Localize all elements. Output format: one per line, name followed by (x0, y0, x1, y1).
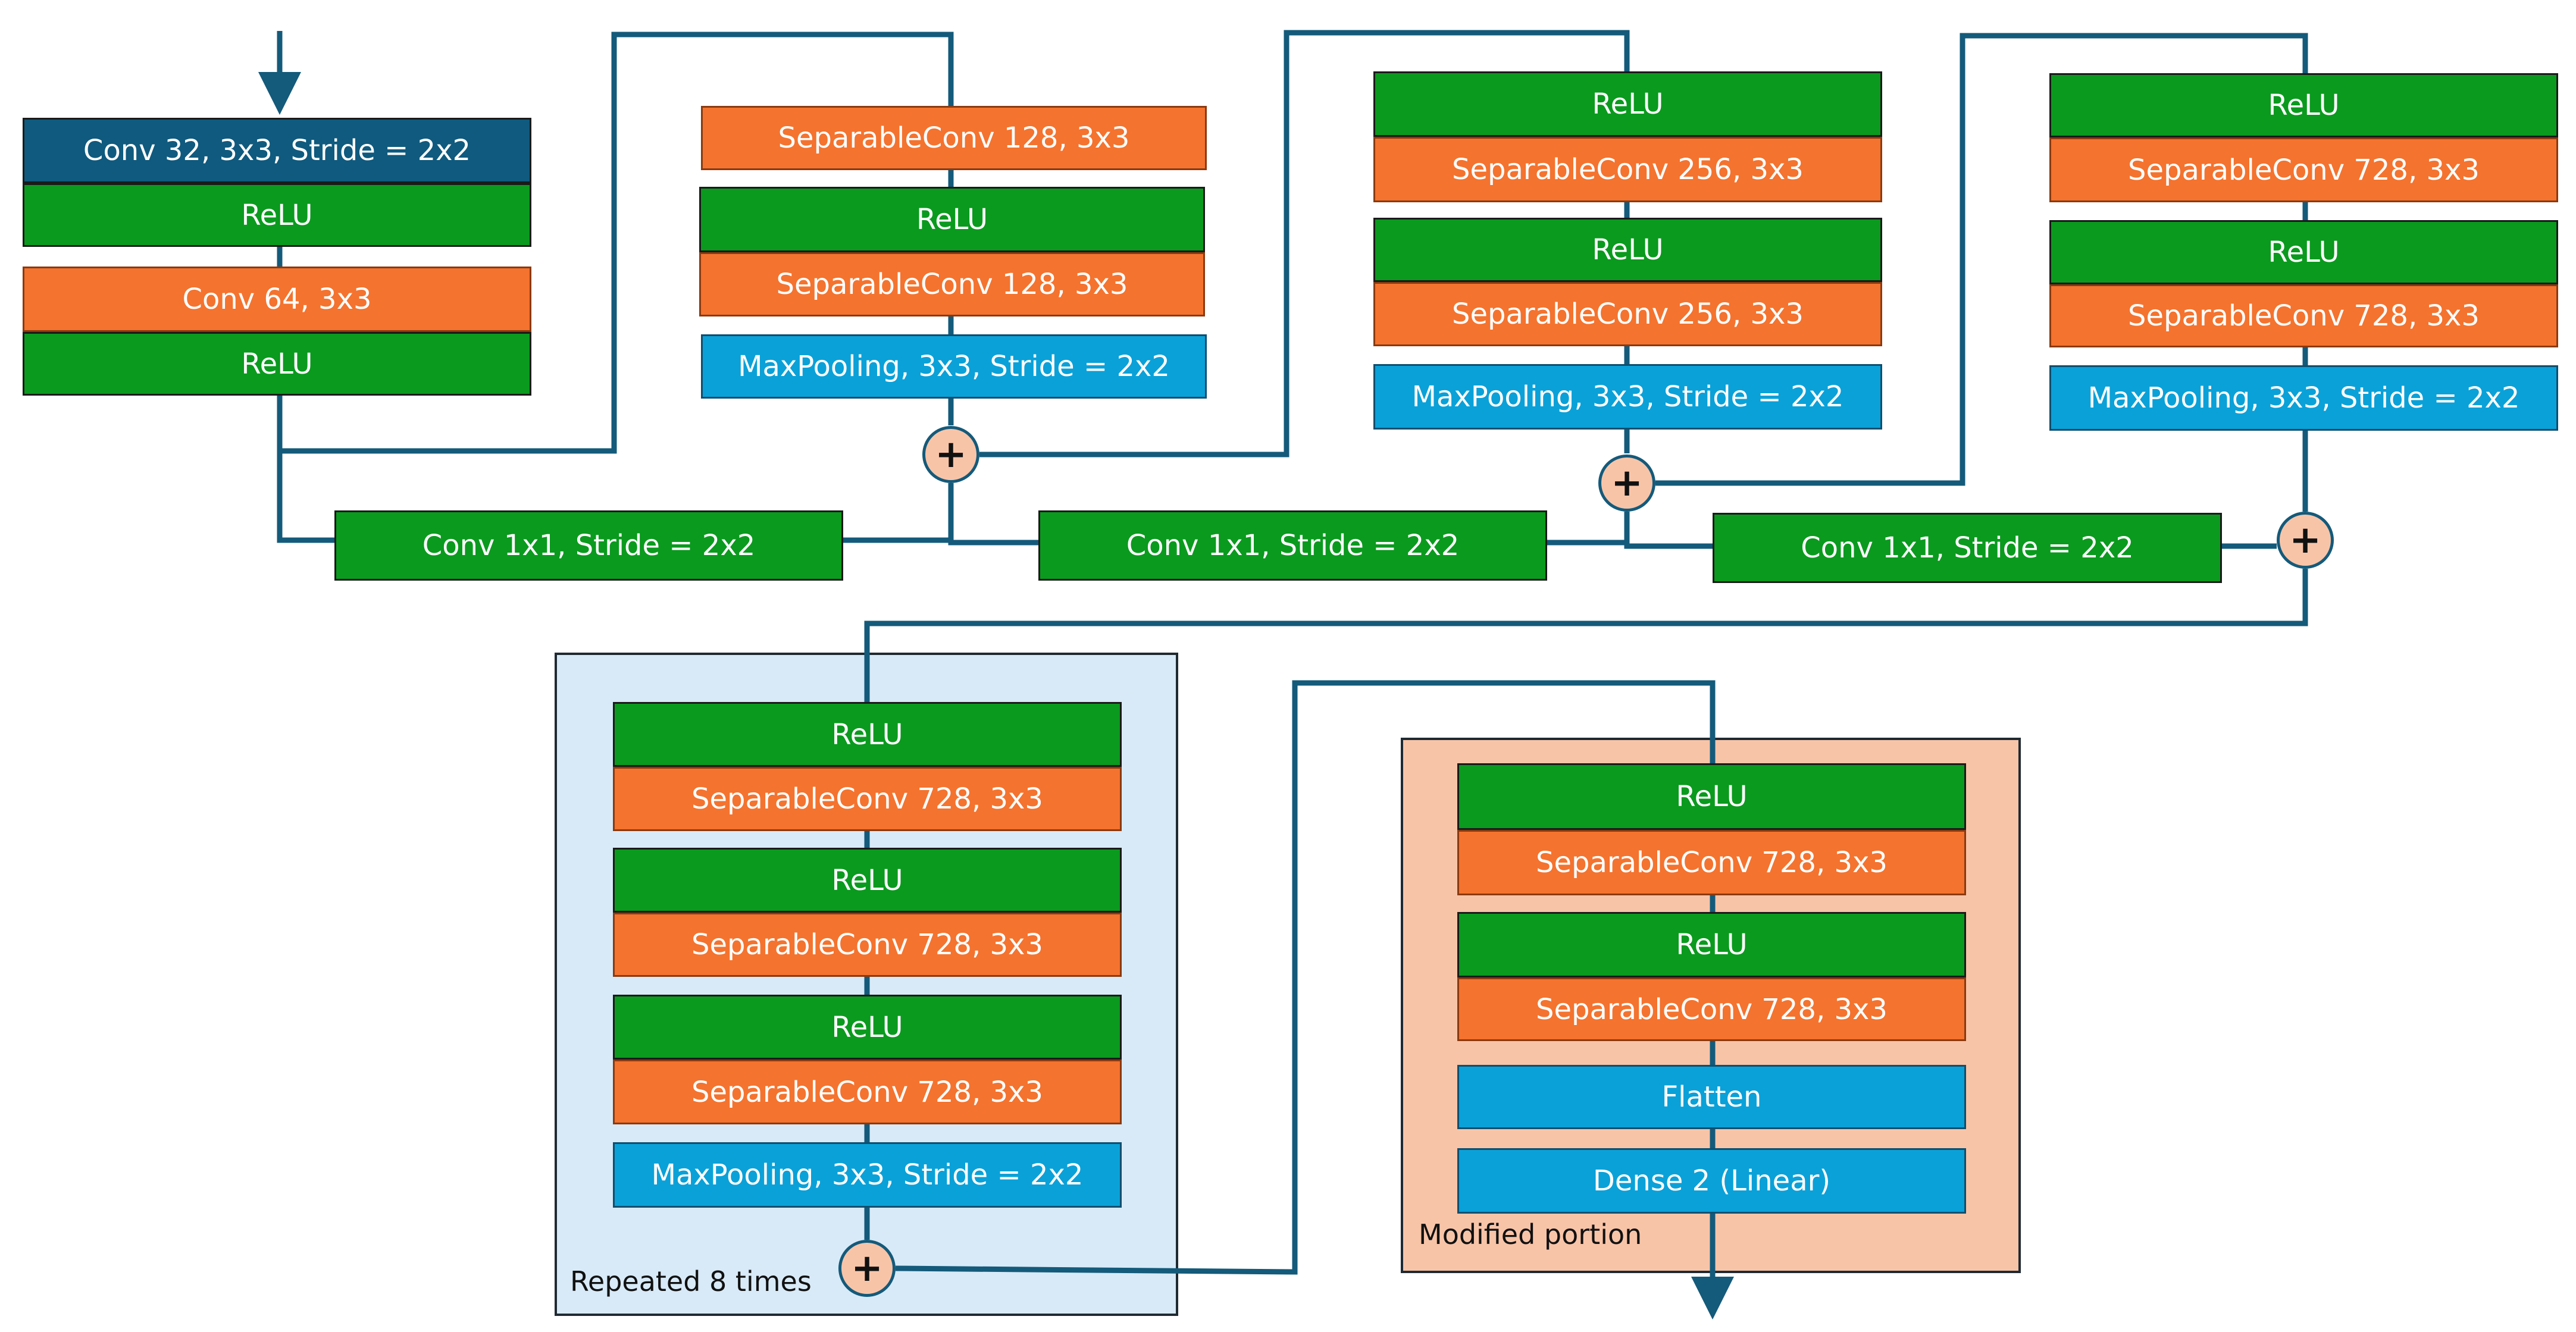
separable-conv-layer: SeparableConv 728, 3x3 (613, 767, 1122, 831)
wire-block2-to-block3 (1655, 33, 2308, 486)
wire-entry-to-shortcut1 (277, 451, 334, 543)
wire-block1-to-block2 (979, 30, 1630, 457)
wire-middle-to-exit (895, 680, 1716, 1275)
relu-layer: ReLU (1373, 71, 1882, 137)
add-node: + (838, 1240, 896, 1297)
modified-portion-caption: Modified portion (1419, 1218, 1642, 1250)
flatten-layer: Flatten (1457, 1065, 1966, 1129)
relu-layer: ReLU (23, 332, 531, 396)
add-node: + (1598, 455, 1655, 512)
add-node: + (2277, 512, 2334, 569)
relu-layer: ReLU (23, 183, 531, 247)
separable-conv-layer: SeparableConv 728, 3x3 (1457, 830, 1966, 895)
maxpooling-layer: MaxPooling, 3x3, Stride = 2x2 (2049, 365, 2558, 431)
separable-conv-layer: SeparableConv 728, 3x3 (2049, 284, 2558, 347)
separable-conv-layer: SeparableConv 728, 3x3 (613, 1060, 1122, 1124)
wire-entry-to-block1 (277, 32, 954, 454)
relu-layer: ReLU (699, 187, 1205, 252)
separable-conv-layer: SeparableConv 256, 3x3 (1373, 282, 1882, 346)
shortcut-conv-layer: Conv 1x1, Stride = 2x2 (1713, 513, 2222, 583)
relu-layer: ReLU (613, 995, 1122, 1060)
conv32-layer: Conv 32, 3x3, Stride = 2x2 (23, 118, 531, 183)
wire-block3-to-middle (864, 569, 2308, 702)
maxpooling-layer: MaxPooling, 3x3, Stride = 2x2 (701, 334, 1207, 399)
maxpooling-layer: MaxPooling, 3x3, Stride = 2x2 (1373, 364, 1882, 430)
separable-conv-layer: SeparableConv 128, 3x3 (701, 106, 1207, 170)
relu-layer: ReLU (2049, 73, 2558, 137)
separable-conv-layer: SeparableConv 128, 3x3 (699, 252, 1205, 316)
maxpooling-layer: MaxPooling, 3x3, Stride = 2x2 (613, 1142, 1122, 1208)
relu-layer: ReLU (1457, 912, 1966, 977)
relu-layer: ReLU (1457, 763, 1966, 830)
repeated-block-caption: Repeated 8 times (570, 1265, 812, 1297)
shortcut-conv-layer: Conv 1x1, Stride = 2x2 (1038, 510, 1547, 581)
relu-layer: ReLU (613, 848, 1122, 913)
conv64-layer: Conv 64, 3x3 (23, 267, 531, 332)
separable-conv-layer: SeparableConv 728, 3x3 (1457, 977, 1966, 1041)
relu-layer: ReLU (2049, 220, 2558, 284)
relu-layer: ReLU (613, 702, 1122, 767)
separable-conv-layer: SeparableConv 728, 3x3 (613, 913, 1122, 977)
add-node: + (922, 426, 979, 483)
shortcut-conv-layer: Conv 1x1, Stride = 2x2 (334, 510, 843, 581)
relu-layer: ReLU (1373, 218, 1882, 282)
dense-layer: Dense 2 (Linear) (1457, 1148, 1966, 1214)
separable-conv-layer: SeparableConv 728, 3x3 (2049, 137, 2558, 202)
separable-conv-layer: SeparableConv 256, 3x3 (1373, 137, 1882, 202)
